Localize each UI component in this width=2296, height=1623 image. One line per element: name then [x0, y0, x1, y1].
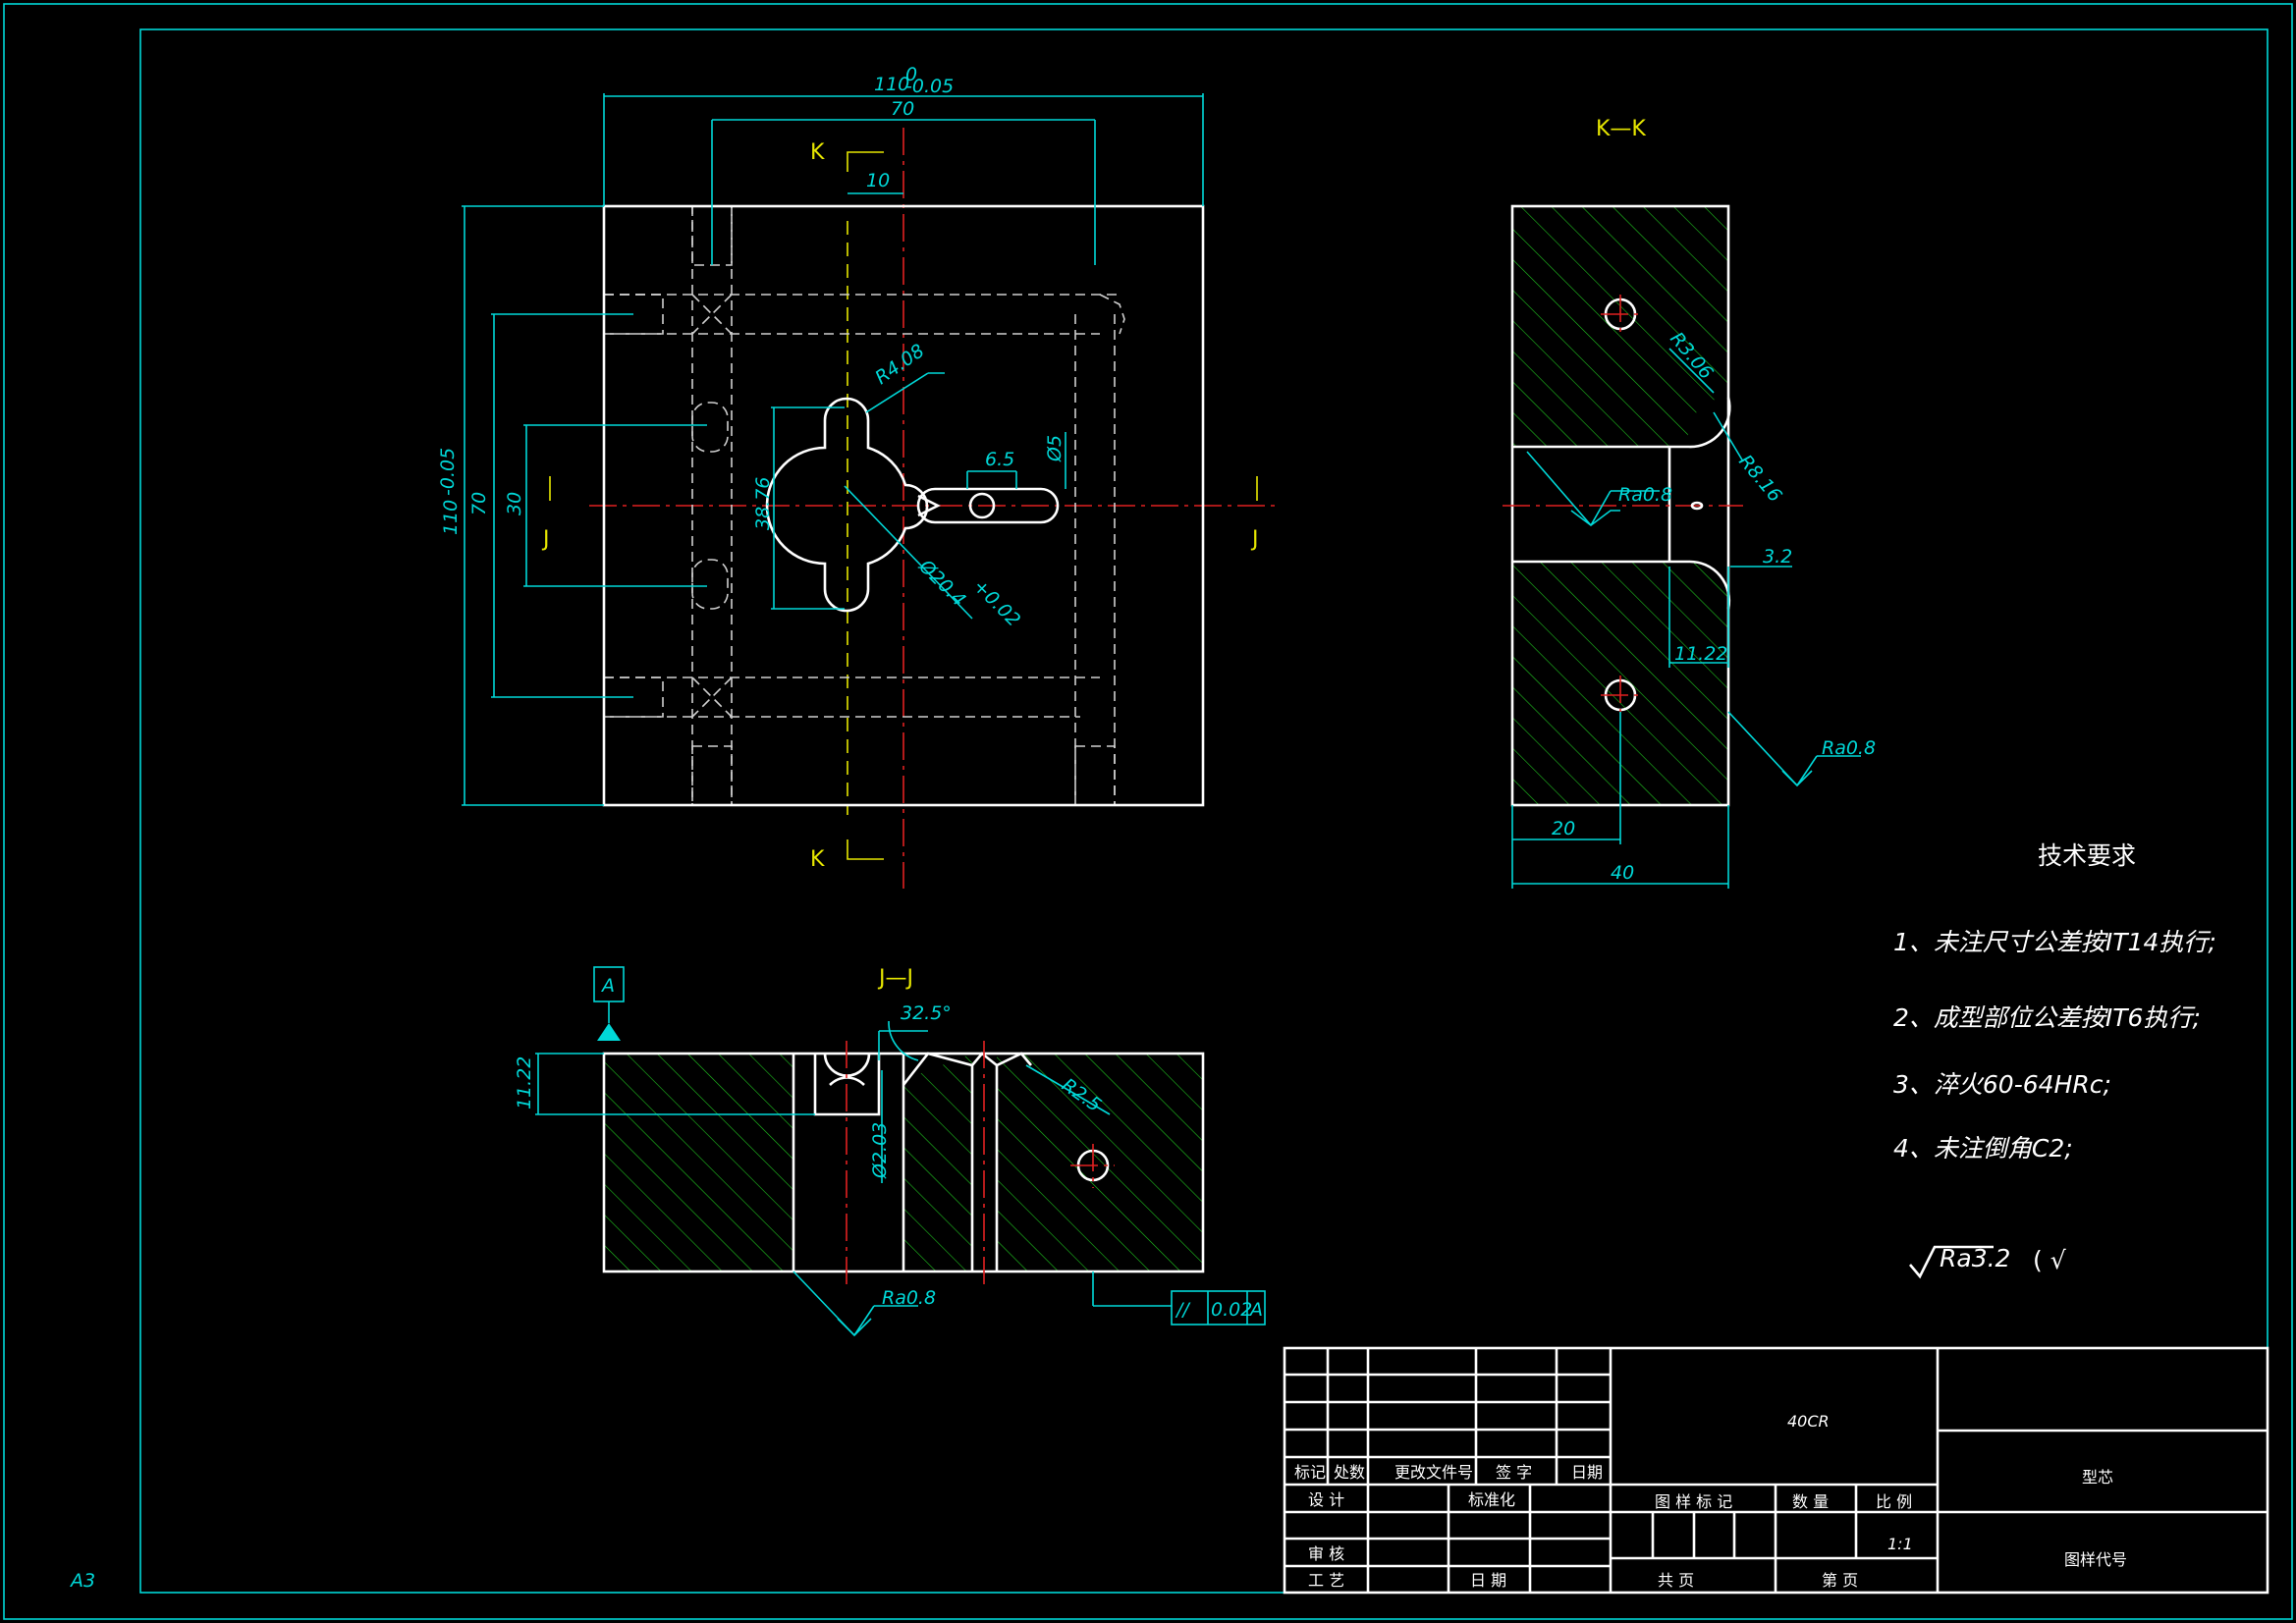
kk-dim-3-2: 3.2: [1763, 546, 1792, 568]
datum-triangle: [597, 1023, 621, 1041]
jj-title: J—J: [877, 966, 913, 991]
kk-dim-40: 40: [1611, 862, 1634, 884]
slot-tip: [917, 494, 941, 517]
section-j-right: J: [1250, 527, 1259, 552]
tb-material: 40CR: [1787, 1412, 1830, 1431]
tech-item-4: 4、未注倒角C2;: [1893, 1134, 2073, 1163]
roughness-symbol: [1909, 1245, 1994, 1279]
kk-view: K—K: [1503, 117, 1876, 889]
tb-standard: 标准化: [1468, 1490, 1515, 1509]
tb-drawing-no-label: 图样代号: [2064, 1550, 2127, 1569]
tb-date: 日 期: [1470, 1571, 1506, 1590]
datum-label: A: [600, 975, 615, 997]
tech-title: 技术要求: [2038, 841, 2136, 870]
tech-item-1: 1、未注尺寸公差按IT14执行;: [1893, 928, 2216, 956]
tb-header-sign: 签 字: [1496, 1463, 1532, 1482]
dim-offset-10: 10: [866, 170, 890, 191]
main-dimensions: [462, 93, 1204, 806]
outer-border: [3, 3, 2293, 1620]
tb-header-count: 处数: [1334, 1463, 1365, 1482]
dim-left-height-tol: -0.05: [437, 448, 459, 496]
jj-view: J—J A: [514, 966, 1266, 1337]
dim-radius: R4.08: [871, 340, 928, 389]
dim-inner-height: 70: [468, 492, 490, 515]
kk-dim-r2: R8.16: [1734, 451, 1786, 507]
kk-dim-11-22: 11.22: [1674, 643, 1727, 665]
central-cavity: [765, 397, 929, 613]
dim-hole-spacing: 30: [504, 492, 525, 515]
slot-hole: [968, 492, 996, 519]
tech-item-3: 3、淬火60-64HRc;: [1893, 1070, 2111, 1099]
tb-header-date: 日期: [1571, 1463, 1603, 1482]
tb-header-mark: 标记: [1294, 1463, 1326, 1482]
jj-ra: Ra0.8: [882, 1287, 936, 1309]
tb-process: 工 艺: [1308, 1571, 1344, 1590]
dim-dia-center: Ø20.4: [914, 555, 970, 611]
section-k-top: K: [810, 140, 825, 165]
tb-part-name: 型芯: [2082, 1468, 2113, 1487]
tb-page-number: 第 页: [1822, 1571, 1858, 1590]
dim-top-width: 110: [874, 74, 909, 95]
tb-total-pages: 共 页: [1658, 1571, 1694, 1590]
tb-review: 审 核: [1308, 1544, 1344, 1563]
dim-dia-5: Ø5: [1044, 435, 1066, 462]
tech-requirements: 技术要求 1、未注尺寸公差按IT14执行; 2、成型部位公差按IT6执行; 3、…: [1893, 841, 2216, 1279]
kk-title: K—K: [1596, 117, 1646, 141]
jj-dim-dia-2-03: Ø2.03: [869, 1122, 891, 1179]
dim-top-width-tol-upper: 0: [905, 64, 917, 85]
tb-scale: 1:1: [1887, 1535, 1913, 1553]
dim-slot-width: 6.5: [985, 449, 1014, 470]
jj-dim-11-22: 11.22: [514, 1056, 535, 1109]
sheet-size-label: A3: [69, 1570, 95, 1592]
section-k-bottom: K: [810, 847, 825, 872]
jj-dim-angle: 32.5°: [901, 1002, 952, 1024]
tb-header-doc: 更改文件号: [1394, 1463, 1473, 1482]
kk-ra-2: Ra0.8: [1822, 737, 1876, 759]
main-view: K K J J: [437, 64, 1277, 889]
jj-tol-symbol: //: [1175, 1299, 1191, 1321]
tb-scale-label: 比 例: [1876, 1492, 1912, 1511]
jj-tol-value: 0.02: [1211, 1299, 1252, 1321]
tech-item-2: 2、成型部位公差按IT6执行;: [1893, 1003, 2201, 1032]
dim-left-height: 110: [440, 500, 462, 535]
tb-qty-label: 数 量: [1792, 1492, 1829, 1511]
dim-inner-width: 70: [891, 98, 914, 120]
dim-top-width-tol-lower: -0.05: [905, 76, 954, 97]
dim-dia-center-tol: +0.02: [968, 575, 1024, 631]
kk-dim-20: 20: [1552, 818, 1575, 839]
section-j-left: J: [541, 527, 550, 552]
dim-gate-height: 38.76: [752, 477, 774, 530]
jj-tol-ref: A: [1248, 1299, 1263, 1321]
tb-mark-label: 图 样 标 记: [1655, 1492, 1732, 1511]
inner-border: [139, 28, 2269, 1594]
core-outline: [602, 204, 1205, 807]
roughness-general: Ra3.2: [1940, 1244, 2010, 1272]
roughness-rest: ( √: [2033, 1246, 2066, 1274]
kk-ra-1: Ra0.8: [1618, 484, 1672, 506]
tb-design: 设 计: [1308, 1490, 1344, 1509]
title-block: 40CR 型芯 图样代号 标记 处数 更改文件号 签 字 日期 设 计 标准化 …: [1283, 1346, 2269, 1595]
